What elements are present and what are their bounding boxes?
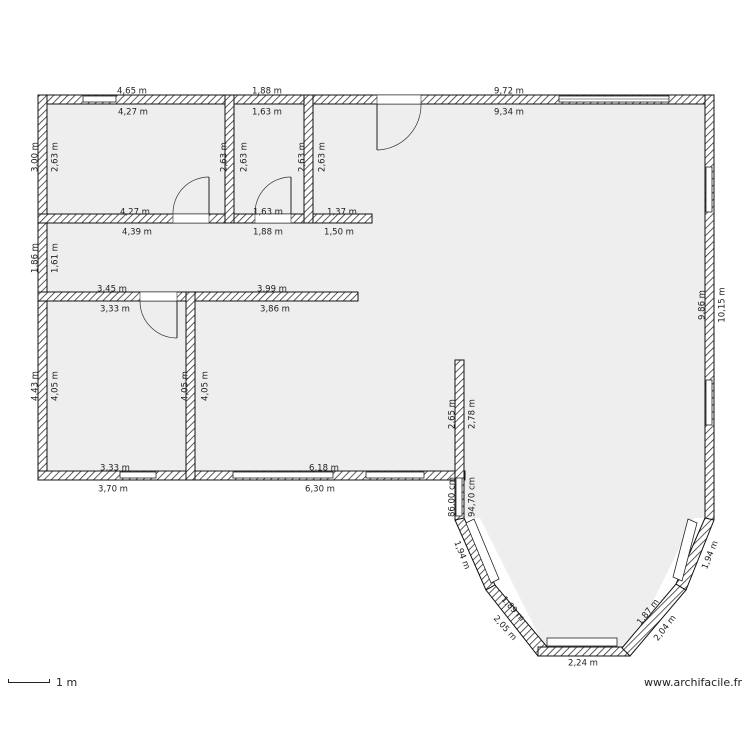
window-bay-stub (455, 477, 463, 517)
dimension-label: 1,88 m (252, 87, 282, 97)
dimension-label: 3,99 m (257, 285, 287, 295)
dimension-label: 94,70 cm (468, 477, 478, 517)
dimension-label: 4,27 m (120, 208, 150, 218)
dimension-label: 1,37 m (327, 208, 357, 218)
dimension-label: 4,05 m (51, 371, 61, 401)
dimension-label: 2,63 m (318, 142, 328, 172)
dimension-label: 2,24 m (568, 659, 598, 669)
dimension-label: 9,72 m (494, 87, 524, 97)
dimension-label: 3,00 m (31, 142, 41, 172)
window-right-upper (705, 166, 713, 213)
window-bottom-room (119, 471, 157, 479)
wall-bottom-room-right (185, 291, 196, 481)
dimension-label: 2,63 m (240, 142, 250, 172)
dimension-label: 3,70 m (98, 485, 128, 495)
window-living-bottom-1 (232, 471, 334, 479)
window-bay-right (672, 518, 698, 582)
dimension-label: 4,43 m (31, 371, 41, 401)
wall-bay-bottom (537, 646, 631, 657)
dimension-label: 1,63 m (253, 208, 283, 218)
window-bedroom1 (82, 95, 117, 103)
window-living-bottom-2 (365, 471, 425, 479)
window-bay-left (465, 518, 500, 584)
wall-room2-right (303, 94, 314, 224)
dimension-label: 10,15 m (718, 287, 728, 322)
wall-bay-right (675, 517, 715, 591)
dimension-label: 4,05 m (181, 371, 191, 401)
floor-area (46, 103, 706, 648)
dimension-label: 1,50 m (324, 228, 354, 238)
dimension-label: 1,61 m (51, 243, 61, 273)
door-entrance-opening (376, 94, 422, 105)
dimension-label: 2,78 m (468, 399, 478, 429)
door-bedroom1-opening (172, 213, 210, 224)
dimension-label: 6,18 m (309, 464, 339, 474)
dimension-label: 3,45 m (97, 285, 127, 295)
dimension-label: 1,86 m (31, 243, 41, 273)
door-room2-opening (254, 213, 292, 224)
wall-bedroom1-right (224, 94, 235, 224)
dimension-label: 4,39 m (122, 228, 152, 238)
watermark: www.archifacile.fr (643, 676, 742, 689)
dimension-label: 9,86 m (698, 290, 708, 320)
window-right-lower (705, 379, 713, 426)
dimension-label: 6,30 m (305, 485, 335, 495)
dimension-label: 9,34 m (494, 108, 524, 118)
dimension-label: 4,65 m (117, 87, 147, 97)
wall-corridor-bottom (37, 291, 359, 302)
door-bottom-room-opening (139, 291, 178, 302)
scale-label: 1 m (56, 676, 78, 689)
dimension-label: 3,33 m (100, 305, 130, 315)
dimension-label: 3,86 m (260, 305, 290, 315)
dimension-label: 4,05 m (201, 371, 211, 401)
window-bay-bottom (546, 637, 618, 647)
dimension-label: 2,65 m (448, 399, 458, 429)
dimension-label: 86,00 cm (448, 477, 458, 517)
dimension-label: 1,88 m (253, 228, 283, 238)
dimension-label: 4,27 m (118, 108, 148, 118)
dimension-label: 2,63 m (298, 142, 308, 172)
dimension-label: 2,63 m (51, 142, 61, 172)
dimension-label: 2,63 m (220, 142, 230, 172)
dimension-label: 1,63 m (252, 108, 282, 118)
scale-bar (8, 679, 50, 683)
dimension-label: 3,33 m (100, 464, 130, 474)
